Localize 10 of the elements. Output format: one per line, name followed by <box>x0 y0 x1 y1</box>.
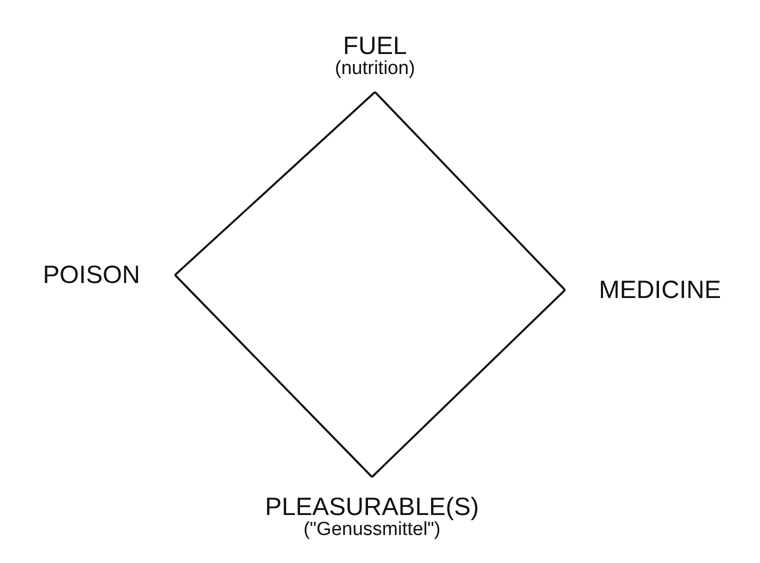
connector-line <box>174 274 373 478</box>
connector-line <box>374 91 566 291</box>
connector-line <box>174 91 376 276</box>
subtitle-label: (nutrition) <box>334 59 416 79</box>
connector-line <box>371 289 566 478</box>
subtitle-label: ("Genussmittel") <box>303 520 441 540</box>
corner-label: PLEASURABLE(S) <box>265 494 479 520</box>
corner-label: POISON <box>42 262 140 288</box>
corner-label: MEDICINE <box>598 277 722 303</box>
corner-label: FUEL <box>343 33 407 59</box>
